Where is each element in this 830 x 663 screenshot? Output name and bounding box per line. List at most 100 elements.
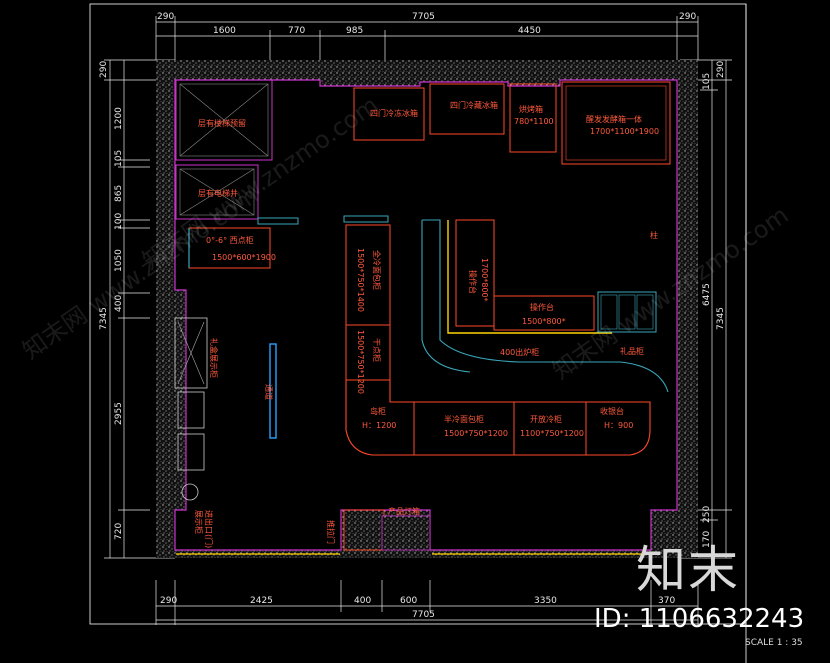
gift-cabinet [597, 291, 657, 333]
interior-boundary [174, 79, 678, 551]
brand-logo-text: 知末 [636, 541, 740, 599]
bread-rack-top-trim [343, 215, 389, 223]
left-seg-7-text: 2955 [114, 402, 124, 425]
bottom-seg-1-text: 2425 [250, 596, 273, 606]
elevator-shaft-room [175, 164, 259, 220]
elevator-shaft-label: 层有电梯井 [198, 188, 238, 198]
bottom-seg-3-text: 600 [400, 596, 417, 606]
left-seg-3-text: 865 [114, 185, 124, 202]
entry-label-2: 展示柜 [194, 510, 204, 534]
hood-label: 400出炉柜 [500, 347, 539, 357]
left-round-table [181, 483, 199, 501]
left-overall-text: 7345 [99, 307, 109, 330]
stair-reserve-label: 层有楼梯预留 [198, 118, 246, 128]
elevator-shaft-inner [179, 168, 255, 216]
stair-cross-2 [179, 83, 269, 157]
freezer-1 [353, 87, 425, 141]
top-seg-1-text: 1600 [213, 26, 236, 36]
dry-cabinet-size: 1500*750*1200 [356, 330, 365, 394]
product-light-label: 产品灯箱 [388, 506, 420, 516]
top-seg-2-text: 770 [288, 26, 305, 36]
entry-pillar [381, 515, 431, 551]
right-seg-1-text: 105 [702, 73, 712, 90]
left-cabinet-x-2 [177, 321, 205, 385]
open-cold-label: 开放冷柜 [530, 414, 562, 424]
left-seg-5-text: 1050 [114, 249, 124, 272]
right-inner-text: 6475 [702, 283, 712, 306]
oven-size: 780*1100 [514, 117, 554, 126]
top-dimension-chain [155, 16, 699, 60]
bottom-seg-4-text: 3350 [534, 596, 557, 606]
entry-label: 进出口(门) [204, 510, 214, 548]
front-counter [345, 380, 651, 456]
aisle-label: 通道 [264, 384, 274, 400]
left-shelf-1 [177, 391, 205, 429]
top-seg-4-text: 4450 [518, 26, 541, 36]
elevator-cross-2 [179, 168, 255, 216]
bottom-overall-text: 7705 [412, 610, 435, 620]
oven-label: 烘烤箱 [519, 104, 543, 114]
proofer [561, 81, 671, 165]
right-overall-text: 7345 [716, 307, 726, 330]
left-cabinet [174, 317, 208, 389]
right-seg-2-text: 250 [702, 506, 712, 523]
work-table-horizontal [493, 295, 595, 331]
stair-reserve-inner [179, 83, 269, 157]
column-label: 柱 [650, 230, 658, 240]
work-table-vertical-label: 操作台 [468, 270, 478, 294]
left-margin-top-text: 290 [99, 61, 109, 78]
oven [509, 83, 557, 153]
cashier-height: H：900 [604, 421, 633, 430]
work-table-horizontal-size: 1500*800* [522, 317, 566, 326]
watermark-right: 知末网 www.znzmo.com [547, 201, 793, 385]
left-cabinet-label: 礼盒展示柜 [209, 338, 219, 378]
bottom-dimension-chain [155, 580, 699, 625]
top-margin-left-text: 290 [157, 12, 174, 22]
dry-cabinet [345, 324, 391, 381]
left-shelf-2 [177, 433, 205, 471]
island-label: 岛柜 [370, 406, 386, 416]
semi-cold-size: 1500*750*1200 [444, 429, 508, 438]
top-overall-text: 7705 [412, 12, 435, 22]
counter-outline [422, 219, 669, 393]
left-seg-6-text: 400 [114, 295, 124, 312]
proofer-size: 1700*1100*1900 [590, 127, 659, 136]
bottom-margin-left-text: 290 [160, 596, 177, 606]
left-seg-8-text: 720 [114, 523, 124, 540]
work-table-vertical-size: 1700*800* [480, 258, 489, 302]
door-sign-label: 推拉门 [326, 520, 336, 544]
work-table-horizontal-label: 操作台 [530, 302, 554, 312]
gift-cabinet-cell-3 [636, 294, 654, 330]
left-seg-2-text: 105 [114, 150, 124, 167]
cake-cabinet-label: 0°-6° 西点柜 [206, 235, 254, 245]
gift-cabinet-cell-2 [618, 294, 636, 330]
proofer-inner [565, 85, 667, 161]
wall-stub-cyan [257, 217, 299, 225]
aisle-bar [269, 343, 277, 439]
counter-outer [421, 220, 471, 373]
stair-reserve-room [175, 79, 273, 161]
right-seg-3-text: 170 [702, 531, 712, 548]
freezer-2 [429, 83, 505, 135]
open-cold-size: 1100*750*1200 [520, 429, 584, 438]
left-seg-1-text: 1200 [114, 107, 124, 130]
proofer-label: 醒发发酵箱一体 [586, 114, 642, 124]
image-id-text: ID: 1106632243 [594, 604, 805, 634]
top-margin-right-text: 290 [679, 12, 696, 22]
gift-cabinet-cell-1 [600, 294, 618, 330]
bottom-margin-right-text: 370 [658, 596, 675, 606]
gift-cabinet-label: 礼品柜 [620, 346, 644, 356]
dry-cabinet-label: 干点柜 [372, 338, 382, 362]
island-height: H：1200 [362, 421, 396, 430]
bread-rack [345, 224, 391, 326]
bread-rack-size: 1500*750*1400 [356, 248, 365, 312]
scale-text: SCALE 1 : 35 [745, 638, 803, 648]
cake-cabinet-size: 1500*600*1900 [212, 253, 276, 262]
top-seg-3-text: 985 [346, 26, 363, 36]
semi-cold-label: 半冷面包柜 [444, 414, 484, 424]
right-margin-top-text: 290 [716, 61, 726, 78]
bread-rack-label: 全冷面包柜 [372, 250, 382, 290]
work-table-vertical [455, 219, 495, 327]
freezer-1-label: 四门冷冻冰箱 [370, 108, 418, 118]
